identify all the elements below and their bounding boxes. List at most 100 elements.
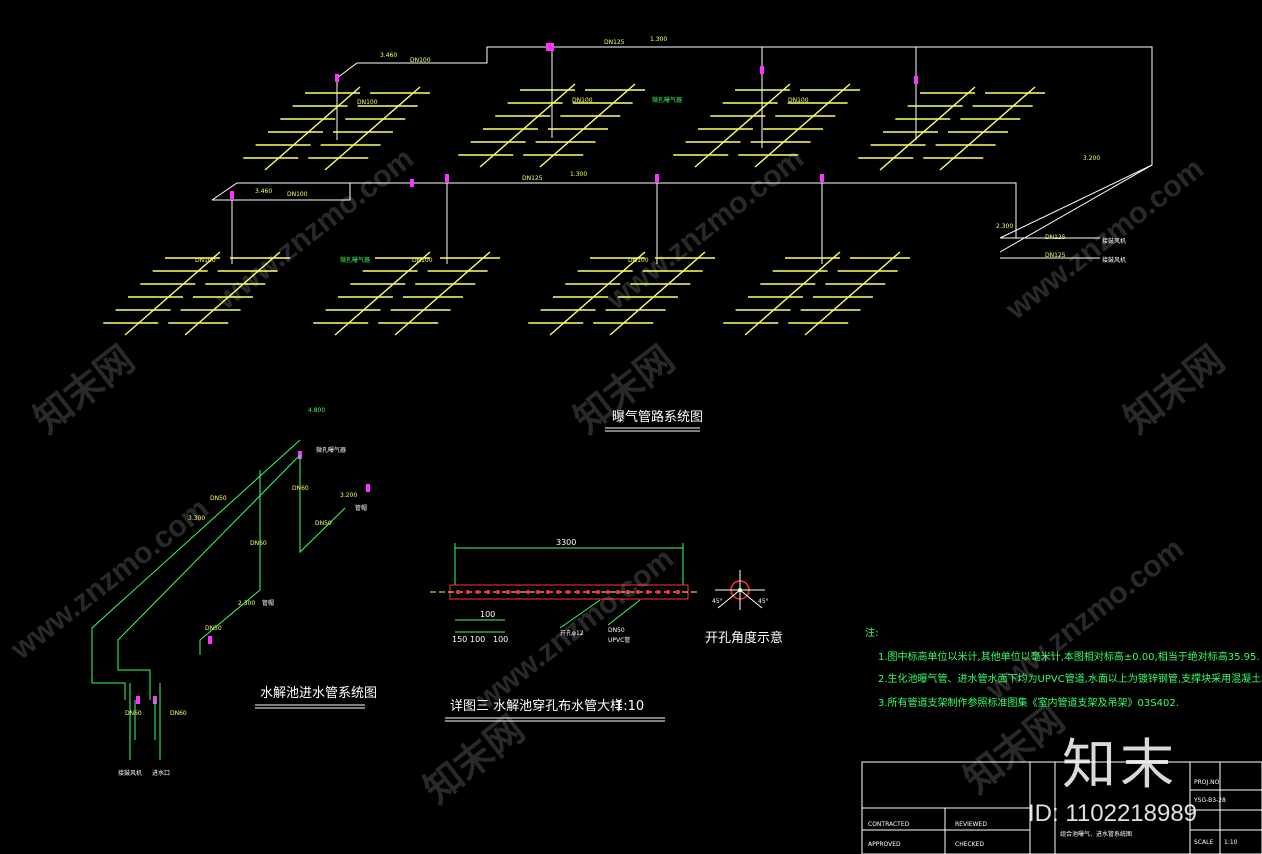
- dim-total-text: 3300: [556, 538, 576, 547]
- hole-21: [656, 590, 660, 594]
- hole-6: [506, 590, 510, 594]
- label-dn100-e: DN100: [287, 191, 308, 198]
- notes-head: 注:: [865, 626, 878, 639]
- label-dn100-f: DN100: [195, 257, 216, 264]
- label-dn125-r2: DN125: [1045, 252, 1066, 259]
- label-supply-1: 接鼓风机: [1102, 237, 1126, 245]
- valve-1: [335, 74, 339, 82]
- title-block-text: CONTRACTED APPROVED REVIEWED CHECKED 组合池…: [868, 779, 1238, 848]
- label-dn100-h: DN100: [628, 257, 649, 264]
- valve-7: [655, 174, 659, 182]
- hole-8: [526, 590, 530, 594]
- angle-title: 开孔角度示意: [705, 630, 783, 646]
- label-dn125-r1: DN125: [1045, 234, 1066, 241]
- label-aerator-a: 微孔曝气器: [652, 96, 682, 104]
- aerator-grid-lower-3: [528, 251, 715, 336]
- grid-rail: [394, 251, 491, 336]
- valve-5: [230, 191, 234, 199]
- valve-2: [550, 43, 554, 51]
- inlet-dn60-d: DN60: [170, 710, 187, 717]
- inlet-dn60-c: DN60: [125, 710, 142, 717]
- aeration-system-title: 曝气管路系统图: [612, 409, 703, 425]
- inlet-pipe-system: [91, 439, 346, 760]
- grid-rail: [804, 251, 901, 336]
- angle-sketch: 45° 45°: [712, 570, 769, 610]
- angle-val-l: 45°: [712, 598, 723, 605]
- inlet-aerator-label: 微孔曝气器: [316, 446, 346, 454]
- hole-10: [546, 590, 550, 594]
- inlet-dn50-c: DN50: [205, 625, 222, 632]
- hole-2: [466, 590, 470, 594]
- inlet-elev-3200: 3.200: [340, 492, 357, 499]
- inlet-inlet-label: 进水口: [152, 769, 170, 777]
- valve-4: [914, 76, 918, 84]
- hole-16: [606, 590, 610, 594]
- inlet-elev-3300: 3.300: [188, 515, 205, 522]
- angle-val-r: 45°: [758, 598, 769, 605]
- label-elev-2300: 2.300: [996, 223, 1013, 230]
- note-3: 3.所有管道支架制作参照标准图集《室内管道支架及吊架》03S402.: [878, 696, 1179, 709]
- title-block: [861, 761, 1262, 854]
- label-dn100-b: DN100: [357, 99, 378, 106]
- label-dn125-top: DN125: [604, 39, 625, 46]
- grid-rail: [744, 251, 841, 336]
- tb-designed: CONTRACTED: [868, 821, 910, 828]
- leader-2: [607, 599, 641, 626]
- grid-rail: [479, 83, 576, 168]
- tb-drawing-name: 组合池曝气、进水管系统图: [1060, 830, 1132, 838]
- inlet-dn60-a: DN60: [250, 540, 267, 547]
- inlet-labels: DN50 DN60 DN60 DN50 DN50 DN60 DN60 管帽 管帽…: [118, 446, 367, 777]
- hole-9: [536, 590, 540, 594]
- label-dn100-c: DN100: [572, 97, 593, 104]
- valve-13: [208, 636, 212, 644]
- label-dn100-a: DN100: [410, 57, 431, 64]
- dim-d2: 100: [470, 635, 485, 644]
- aeration-trunk: [211, 46, 1153, 264]
- hole-3: [476, 590, 480, 594]
- notes: 注: 1.图中标高单位以米计,其他单位以毫米计,本图相对标高±0.00,相当于绝…: [865, 626, 1262, 709]
- grid-rail: [324, 86, 421, 171]
- aerator-grid-lower-4: [723, 251, 910, 336]
- valve-10: [410, 179, 414, 187]
- hole-1: [456, 590, 460, 594]
- dim-d3: 100: [493, 635, 508, 644]
- grid-rail: [264, 86, 361, 171]
- grid-rail: [609, 251, 706, 336]
- inlet-dn50-b: DN50: [315, 520, 332, 527]
- hole-12: [566, 590, 570, 594]
- tb-scale: SCALE: [1194, 839, 1213, 846]
- grid-rail: [879, 86, 976, 171]
- dn50-detail-label: DN50: [608, 627, 625, 634]
- valve-8: [820, 174, 824, 182]
- inlet-dn60-b: DN60: [292, 485, 309, 492]
- inlet-outer: [91, 439, 301, 700]
- label-elev-top: 1.300: [650, 36, 667, 43]
- valve-9: [546, 43, 550, 51]
- tb-approved: APPROVED: [868, 841, 901, 848]
- label-elev-3460-b: 3.460: [255, 188, 272, 195]
- note-1: 1.图中标高单位以米计,其他单位以毫米计,本图相对标高±0.00,相当于绝对标高…: [878, 650, 1260, 663]
- aerator-grid-upper-4: [858, 86, 1045, 171]
- detail-title: 详图三 水解池穿孔布水管大样: [450, 698, 623, 714]
- hole-13: [576, 590, 580, 594]
- aerator-grid-upper-2: [458, 83, 645, 168]
- hole-22: [666, 590, 670, 594]
- tb-proj-no: PROJ.NO.: [1194, 779, 1221, 786]
- label-aerator-b: 微孔曝气器: [340, 256, 370, 264]
- aerator-grid-upper-1: [243, 86, 430, 171]
- upvc-detail-label: UPVC管: [608, 636, 630, 644]
- hole-23: [676, 590, 680, 594]
- valve-3: [760, 66, 764, 74]
- grid-rail: [939, 86, 1036, 171]
- grid-rail: [539, 83, 636, 168]
- dim-spacing-text: 100: [480, 610, 495, 619]
- water-system-title: 水解池进水管系统图: [260, 686, 377, 701]
- aerator-grid-lower-2: [313, 251, 500, 336]
- label-supply-2: 接鼓风机: [1102, 256, 1126, 264]
- aerator-grid-lower-1: [103, 251, 290, 336]
- note-2: 2.生化池曝气管、进水管水面下均为UPVC管道,水面以上为镀锌钢管,支撑块采用混…: [878, 672, 1262, 685]
- lower-trunk-2: [350, 182, 1017, 238]
- asset-id: ID: 1102218989: [1028, 800, 1198, 827]
- tb-date: YSG-B3-28: [1193, 797, 1226, 804]
